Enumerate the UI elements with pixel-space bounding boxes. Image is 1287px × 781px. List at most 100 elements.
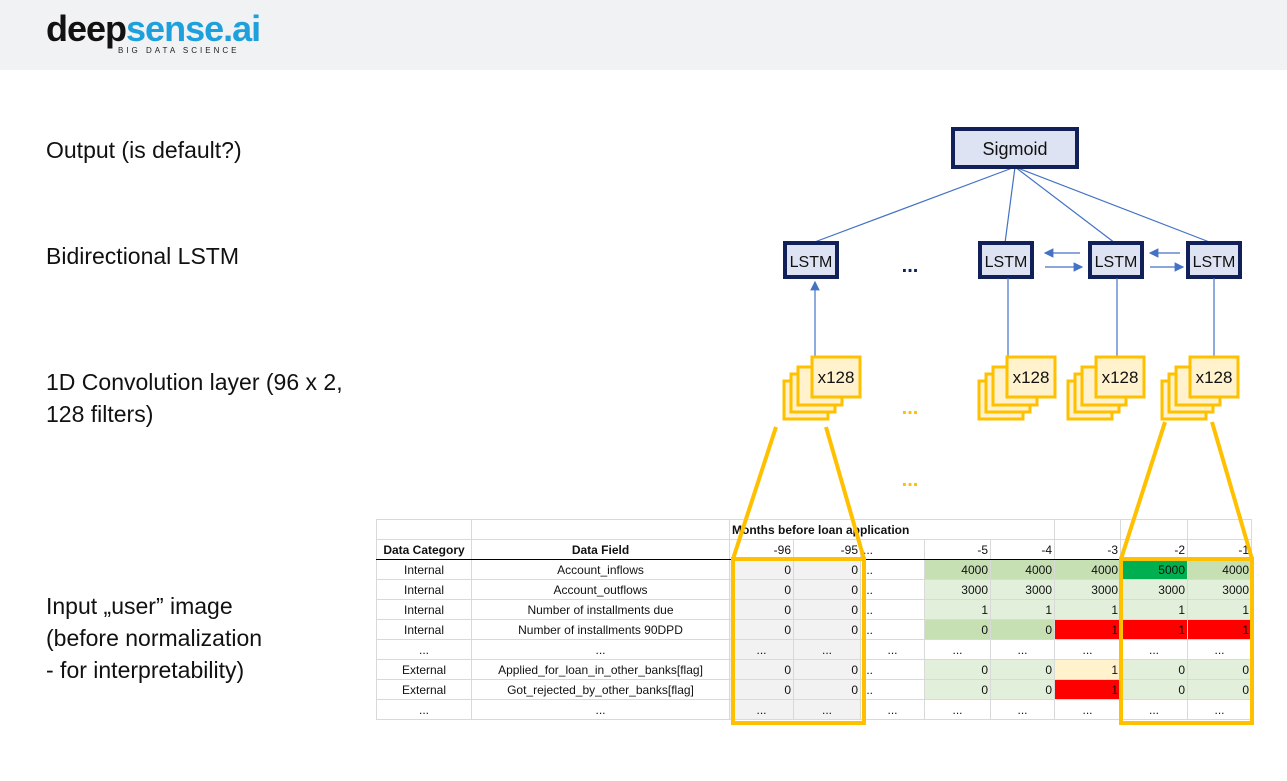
- cell-category: Internal: [376, 559, 472, 580]
- cell-value: ...: [860, 659, 925, 680]
- cell-value: ...: [729, 639, 794, 660]
- cell-value: 1: [1054, 599, 1121, 620]
- cell-value: 1: [1054, 619, 1121, 640]
- lstm-box: [1088, 241, 1144, 279]
- filter-stack-1: x128: [782, 355, 862, 421]
- cell-value: 1: [990, 599, 1055, 620]
- filter-count: x128: [1196, 368, 1233, 387]
- lstm-node-4: LSTM: [1186, 241, 1242, 279]
- cell-value: 3000: [924, 579, 991, 600]
- cell-value: ...: [1054, 699, 1121, 720]
- logo-text-accent: sense.ai: [126, 8, 261, 49]
- cell-value: 1: [1054, 659, 1121, 680]
- label-output: Output (is default?): [46, 137, 242, 163]
- table-row: Internal Account_inflows 0 0 ... 4000 40…: [376, 559, 1252, 580]
- cell-value: 1: [924, 599, 991, 620]
- cell-value: 3000: [1120, 579, 1188, 600]
- cell-value: ...: [793, 639, 861, 660]
- cell-value: ...: [1054, 639, 1121, 660]
- cell-field: Account_outflows: [471, 579, 730, 600]
- cell-value: ...: [860, 679, 925, 700]
- cell-value: ...: [860, 579, 925, 600]
- cell-value: 1: [1187, 599, 1252, 620]
- cell-category: ...: [376, 639, 472, 660]
- cell-value: 3000: [990, 579, 1055, 600]
- label-conv-line2: 128 filters): [46, 401, 154, 427]
- cell-value: 0: [924, 619, 991, 640]
- lstm-label: LSTM: [1095, 254, 1138, 271]
- input-user-image-table: Months before loan application Data Cate…: [376, 519, 1252, 720]
- cell-value: ...: [1187, 639, 1252, 660]
- cell-value: 0: [793, 559, 861, 580]
- edge-sigmoid-lstm3: [1014, 166, 1116, 244]
- sigmoid-node: Sigmoid: [951, 127, 1079, 169]
- cell-value: 0: [990, 659, 1055, 680]
- input-ellipsis: ...: [902, 469, 919, 491]
- lstm-box: [978, 241, 1034, 279]
- logo-text-deep: deep: [46, 8, 127, 49]
- header-bar: deepsense.ai BIG DATA SCIENCE: [0, 0, 1287, 70]
- cell-value: ...: [729, 699, 794, 720]
- cell-value: 5000: [1120, 559, 1188, 580]
- cell-category: External: [376, 679, 472, 700]
- cell-value: 0: [990, 679, 1055, 700]
- sigmoid-box: [951, 127, 1079, 169]
- cell-value: ...: [860, 619, 925, 640]
- table-header-span-row: Months before loan application: [376, 519, 1252, 540]
- cell-value: 0: [793, 679, 861, 700]
- cell-value: 0: [1120, 659, 1188, 680]
- cell-value: 1: [1120, 619, 1188, 640]
- cell-value: ...: [990, 639, 1055, 660]
- filter-count: x128: [818, 368, 855, 387]
- logo-tagline: BIG DATA SCIENCE: [118, 46, 240, 55]
- label-input-line2: (before normalization: [46, 625, 263, 651]
- label-conv-line1: 1D Convolution layer (96 x 2,: [46, 369, 343, 395]
- cell-value: ...: [793, 699, 861, 720]
- label-bidirectional-lstm: Bidirectional LSTM: [46, 243, 240, 269]
- cell-category: Internal: [376, 579, 472, 600]
- cell-value: 4000: [1187, 559, 1252, 580]
- header-month: -96: [729, 539, 794, 560]
- table-row: Internal Account_outflows 0 0 ... 3000 3…: [376, 579, 1252, 600]
- filter-count: x128: [1102, 368, 1139, 387]
- cell-value: 0: [729, 579, 794, 600]
- edge-sigmoid-lstm4: [1014, 166, 1213, 244]
- cell-value: 0: [729, 659, 794, 680]
- cell-value: ...: [860, 639, 925, 660]
- cell-value: ...: [990, 699, 1055, 720]
- cell-field: ...: [471, 699, 730, 720]
- cell-value: 0: [729, 599, 794, 620]
- table-row: ... ... ... ... ... ... ... ... ... ...: [376, 699, 1252, 720]
- label-input-line3: - for interpretability): [46, 657, 245, 683]
- header-data-field: Data Field: [471, 539, 730, 560]
- lstm-node-1: LSTM: [783, 241, 839, 279]
- cell-value: 1: [1120, 599, 1188, 620]
- cell-category: External: [376, 659, 472, 680]
- cell-value: 0: [793, 599, 861, 620]
- cell-value: 0: [1187, 679, 1252, 700]
- edge-sigmoid-lstm1: [811, 166, 1016, 244]
- cell-category: Internal: [376, 599, 472, 620]
- header-month: ...: [860, 539, 925, 560]
- header-month: -95: [793, 539, 861, 560]
- cell-value: 3000: [1054, 579, 1121, 600]
- cell-value: 3000: [1187, 579, 1252, 600]
- header-month: -3: [1054, 539, 1121, 560]
- lstm-node-3: LSTM: [1088, 241, 1144, 279]
- filter-stack-2: x128: [977, 355, 1057, 421]
- cell-value: 0: [924, 659, 991, 680]
- cell-value: ...: [860, 699, 925, 720]
- sigmoid-edges: [811, 166, 1213, 244]
- cell-value: 0: [793, 659, 861, 680]
- lstm-label: LSTM: [1193, 254, 1236, 271]
- table-row: External Applied_for_loan_in_other_banks…: [376, 659, 1252, 680]
- header-data-category: Data Category: [376, 539, 472, 560]
- cell-value: 0: [793, 579, 861, 600]
- cell-value: 0: [729, 619, 794, 640]
- conv-ellipsis: ...: [902, 397, 919, 419]
- months-header: Months before loan application: [729, 519, 1055, 540]
- conv-edges: [810, 278, 1215, 357]
- cell-value: ...: [924, 699, 991, 720]
- cell-category: ...: [376, 699, 472, 720]
